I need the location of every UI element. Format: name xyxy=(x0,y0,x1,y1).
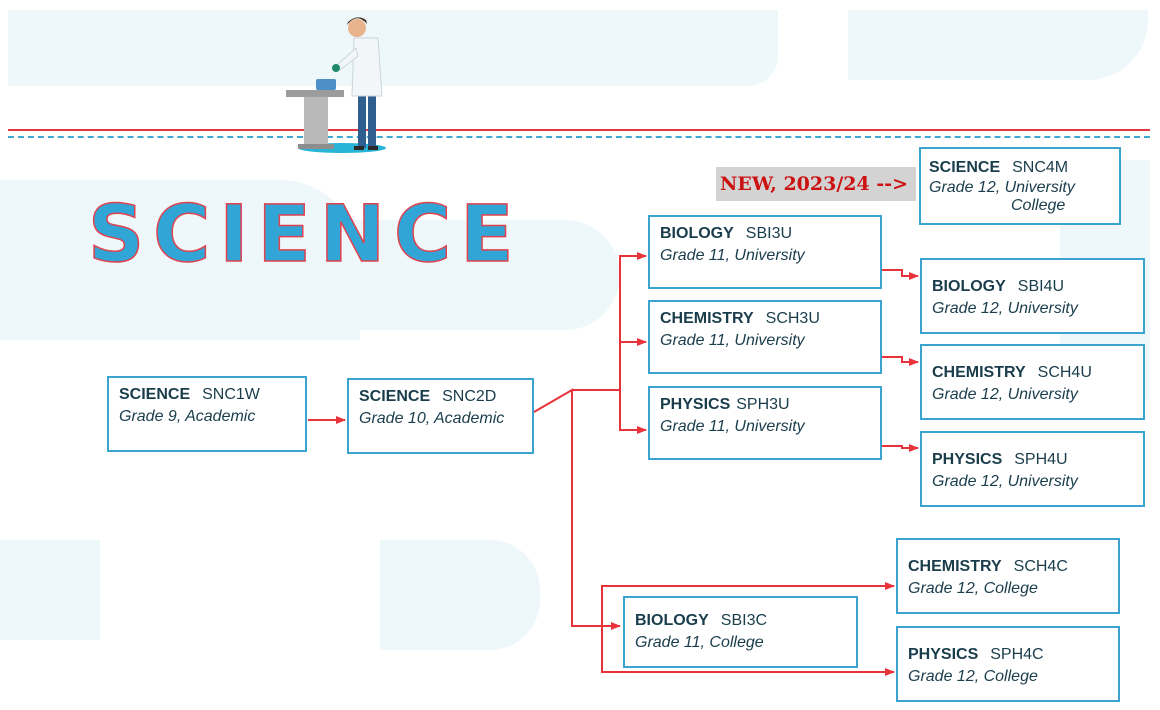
course-card-snc4m: SCIENCE SNC4M Grade 12, University Colleg… xyxy=(919,147,1121,225)
background-shape xyxy=(0,540,100,640)
course-code: SNC1W xyxy=(202,386,260,403)
course-code: SNC4M xyxy=(1012,159,1069,176)
course-grade: Grade 10, Academic xyxy=(359,410,505,427)
course-grade: Grade 12, University xyxy=(932,386,1078,403)
course-code: SPH4C xyxy=(990,646,1044,663)
course-grade: Grade 12, University xyxy=(929,179,1075,196)
course-code: SPH4U xyxy=(1014,451,1068,468)
course-code: SCH4C xyxy=(1013,558,1068,575)
course-subject: SCIENCE xyxy=(929,159,1001,176)
course-card-sbi3u: BIOLOGY SBI3U Grade 11, University xyxy=(648,215,882,289)
course-card-sph3u: PHYSICS SPH3U Grade 11, University xyxy=(648,386,882,460)
course-code: SCH3U xyxy=(765,310,820,327)
course-grade: Grade 12, College xyxy=(908,668,1038,685)
course-subject: PHYSICS xyxy=(932,451,1003,468)
course-subject: CHEMISTRY xyxy=(660,310,754,327)
background-shape xyxy=(380,540,540,650)
background-shape xyxy=(848,10,1148,80)
course-grade: Grade 12, University xyxy=(932,473,1078,490)
background-shape xyxy=(270,220,620,330)
course-subject: CHEMISTRY xyxy=(908,558,1002,575)
course-subject: SCIENCE xyxy=(119,386,191,403)
course-code: SCH4U xyxy=(1037,364,1092,381)
course-subject: BIOLOGY xyxy=(932,278,1006,295)
course-grade: Grade 12, University xyxy=(932,300,1078,317)
blue-dashed-divider-line xyxy=(8,136,1150,138)
course-grade: Grade 11, University xyxy=(660,247,805,264)
course-code: SPH3U xyxy=(736,396,790,413)
course-grade-line2: College xyxy=(1011,197,1066,214)
course-card-sch3u: CHEMISTRY SCH3U Grade 11, University xyxy=(648,300,882,374)
course-code: SNC2D xyxy=(442,388,497,405)
course-card-snc2d: SCIENCE SNC2D Grade 10, Academic xyxy=(347,378,534,454)
course-card-snc1w: SCIENCE SNC1W Grade 9, Academic xyxy=(107,376,307,452)
course-subject: BIOLOGY xyxy=(660,225,734,242)
course-grade: Grade 12, College xyxy=(908,580,1038,597)
course-subject: PHYSICS xyxy=(660,396,731,413)
course-grade: Grade 11, University xyxy=(660,332,805,349)
course-card-sch4c: CHEMISTRY SCH4C Grade 12, College xyxy=(896,538,1120,614)
background-shape xyxy=(8,10,778,86)
course-card-sph4u: PHYSICS SPH4U Grade 12, University xyxy=(920,431,1145,507)
course-subject: SCIENCE xyxy=(359,388,431,405)
course-grade: Grade 9, Academic xyxy=(119,408,256,425)
course-grade: Grade 11, College xyxy=(635,634,764,651)
course-subject: CHEMISTRY xyxy=(932,364,1026,381)
new-course-label: NEW, 2023/24 --> xyxy=(716,167,916,201)
course-subject: PHYSICS xyxy=(908,646,979,663)
course-card-sph4c: PHYSICS SPH4C Grade 12, College xyxy=(896,626,1120,702)
page-title: SCIENCE xyxy=(87,190,523,280)
red-divider-line xyxy=(8,129,1150,131)
course-grade: Grade 11, University xyxy=(660,418,805,435)
course-code: SBI3U xyxy=(745,225,793,242)
course-card-sbi3c: BIOLOGY SBI3C Grade 11, College xyxy=(623,596,858,668)
course-code: SBI4U xyxy=(1017,278,1065,295)
course-card-sbi4u: BIOLOGY SBI4U Grade 12, University xyxy=(920,258,1145,334)
course-code: SBI3C xyxy=(720,612,768,629)
course-card-sch4u: CHEMISTRY SCH4U Grade 12, University xyxy=(920,344,1145,420)
course-subject: BIOLOGY xyxy=(635,612,709,629)
